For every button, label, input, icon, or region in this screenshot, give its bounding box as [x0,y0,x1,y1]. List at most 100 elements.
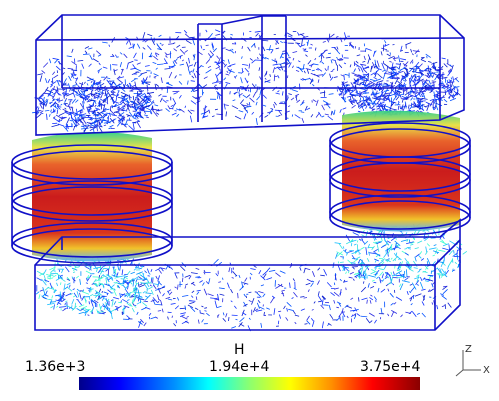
field-arrow [337,265,341,272]
field-arrow [398,70,402,73]
field-arrow [377,73,383,79]
field-arrow [429,247,437,250]
field-arrow [433,66,437,71]
field-arrow [303,70,306,74]
field-arrow [79,113,87,117]
field-arrow [339,278,342,282]
field-arrow [425,101,433,106]
field-arrow [386,65,389,73]
field-arrow [395,63,401,65]
field-arrow [425,105,429,107]
field-arrow [433,91,436,97]
field-arrow [378,109,383,112]
field-arrow [51,124,60,128]
field-arrow [216,71,222,77]
field-arrow [39,103,43,109]
field-arrow [343,249,348,254]
field-arrow [327,322,332,326]
field-arrow [413,68,415,74]
field-arrow [123,97,129,101]
field-arrow [153,75,157,78]
field-arrow [148,316,151,320]
field-arrow [156,63,164,65]
field-arrow [192,39,195,46]
field-arrow [276,40,279,43]
field-arrow [338,243,343,250]
field-arrow [321,61,325,65]
field-arrow [440,240,447,245]
axes-triad: Z X [455,344,490,377]
field-arrow [301,99,305,104]
field-arrow [281,91,284,96]
field-arrow [387,75,395,79]
field-arrow [299,101,305,106]
field-arrow [413,260,418,268]
field-arrow [45,89,54,94]
field-arrow [411,53,414,56]
field-arrow [371,65,374,70]
field-arrow [404,248,408,250]
field-arrow [418,104,422,110]
field-arrow [50,110,56,114]
field-arrow [41,295,48,300]
field-arrow [395,252,398,256]
field-arrow [203,288,208,296]
field-arrow [343,279,346,283]
field-arrow [71,61,78,66]
field-arrow [162,99,167,104]
field-arrow [421,88,429,93]
field-arrow [219,82,222,84]
field-arrow [400,81,403,84]
field-arrow [42,96,45,103]
field-arrow [58,112,65,116]
field-arrow [80,125,86,128]
field-arrow [442,233,446,237]
field-arrow [382,278,385,282]
field-arrow [295,70,300,72]
field-arrow [127,299,130,301]
field-arrow [414,276,420,280]
field-arrow [62,91,67,93]
field-arrow [332,68,335,71]
field-arrow [300,111,305,113]
field-arrow [437,73,440,77]
field-arrow [450,77,453,80]
field-arrow [64,111,71,115]
field-arrow [158,34,162,38]
field-arrow [387,288,390,292]
field-arrow [328,33,331,41]
field-arrow [97,90,100,93]
field-arrow [81,94,89,98]
field-arrow [117,285,120,289]
field-arrow [63,283,66,291]
field-arrow [130,278,133,282]
field-arrow [229,49,235,54]
field-arrow [368,251,371,256]
field-arrow [124,294,128,298]
field-arrow [130,78,137,83]
field-arrow [116,75,121,80]
field-arrow [82,123,88,128]
field-arrow [82,97,85,104]
field-arrow [292,51,298,53]
field-arrow [362,108,365,112]
field-arrow [154,83,157,91]
field-arrow [225,48,231,52]
field-arrow [329,33,335,38]
field-arrow [75,77,79,82]
field-arrow [405,241,414,245]
field-arrow [184,285,187,289]
field-arrow [81,63,85,69]
field-arrow [60,103,63,106]
field-arrow [191,290,195,294]
field-arrow [203,76,208,79]
field-arrow [370,94,376,96]
field-arrow [431,63,435,69]
field-arrow [244,277,248,282]
field-arrow [423,278,431,282]
field-arrow [111,81,114,86]
field-arrow [358,267,362,272]
field-arrow [93,299,99,304]
field-arrow [249,58,253,61]
